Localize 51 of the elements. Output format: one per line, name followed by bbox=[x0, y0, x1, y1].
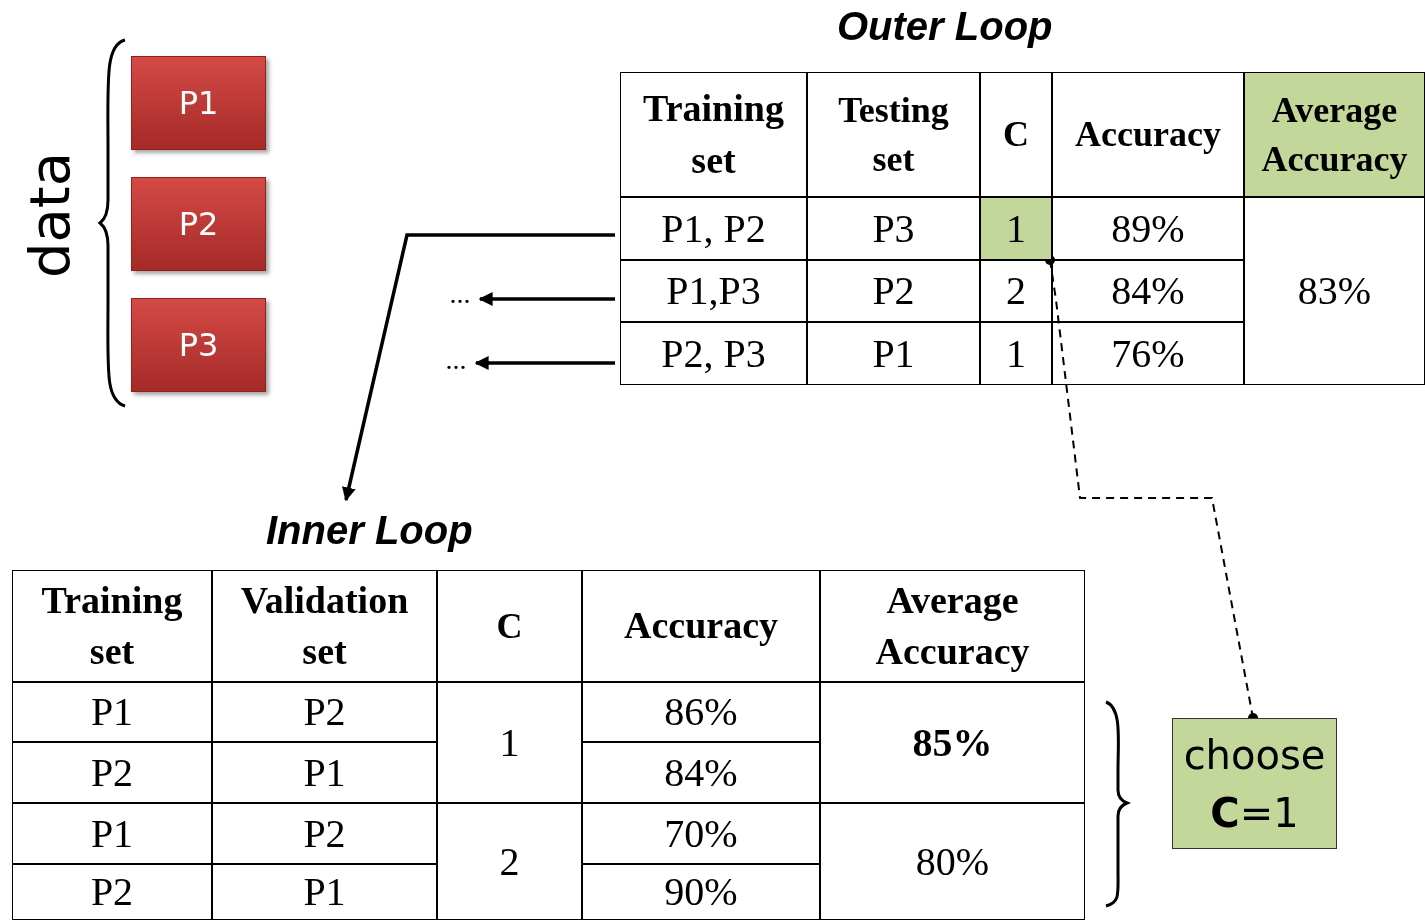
table-cell: 1 bbox=[980, 322, 1052, 385]
axis-label: data bbox=[17, 151, 82, 279]
ellipsis-text: ... bbox=[440, 282, 480, 312]
arrow bbox=[478, 292, 615, 306]
table-cell: 76% bbox=[1052, 322, 1244, 385]
table-cell: 85% bbox=[820, 682, 1085, 803]
table-cell: 80% bbox=[820, 803, 1085, 920]
table-cell: 2 bbox=[980, 260, 1052, 322]
table-cell: P2 bbox=[212, 803, 437, 864]
highlighted-cell: 1 bbox=[980, 197, 1052, 260]
decision-note: choose C=1 bbox=[1172, 718, 1337, 849]
table-cell: P2 bbox=[212, 682, 437, 742]
table-cell: 83% bbox=[1244, 197, 1425, 385]
table-cell: P1 bbox=[12, 803, 212, 864]
table-cell: 2 bbox=[437, 803, 582, 920]
header-cell: Accuracy bbox=[1052, 72, 1244, 197]
arrow bbox=[342, 233, 615, 502]
header-cell: Training set bbox=[620, 72, 807, 197]
table-cell: 84% bbox=[582, 742, 820, 803]
partition-box: P3 bbox=[131, 298, 266, 392]
arrow bbox=[474, 356, 615, 370]
table-cell: 84% bbox=[1052, 260, 1244, 322]
header-cell: Average Accuracy bbox=[820, 570, 1085, 682]
table-cell: P2 bbox=[807, 260, 980, 322]
table-cell: P1, P2 bbox=[620, 197, 807, 260]
table-cell: 86% bbox=[582, 682, 820, 742]
partition-box: P2 bbox=[131, 177, 266, 271]
table-cell: P1 bbox=[12, 682, 212, 742]
header-cell: Validation set bbox=[212, 570, 437, 682]
table-cell: P2 bbox=[12, 864, 212, 920]
header-cell: C bbox=[980, 72, 1052, 197]
table-cell: P2, P3 bbox=[620, 322, 807, 385]
header-cell: Training set bbox=[12, 570, 212, 682]
partition-box: P1 bbox=[131, 56, 266, 150]
table-cell: P3 bbox=[807, 197, 980, 260]
table-title: Inner Loop bbox=[266, 508, 473, 553]
table-cell: P1 bbox=[212, 864, 437, 920]
table-cell: 70% bbox=[582, 803, 820, 864]
table-cell: 90% bbox=[582, 864, 820, 920]
table-title: Outer Loop bbox=[837, 4, 1053, 49]
header-cell: C bbox=[437, 570, 582, 682]
table-cell: P1 bbox=[212, 742, 437, 803]
header-cell: Testing set bbox=[807, 72, 980, 197]
ellipsis-text: ... bbox=[436, 348, 476, 378]
table-cell: P2 bbox=[12, 742, 212, 803]
table-cell: P1,P3 bbox=[620, 260, 807, 322]
header-cell: Accuracy bbox=[582, 570, 820, 682]
table-cell: 1 bbox=[437, 682, 582, 803]
table-cell: P1 bbox=[807, 322, 980, 385]
table-cell: 89% bbox=[1052, 197, 1244, 260]
header-cell: Average Accuracy bbox=[1244, 72, 1425, 197]
